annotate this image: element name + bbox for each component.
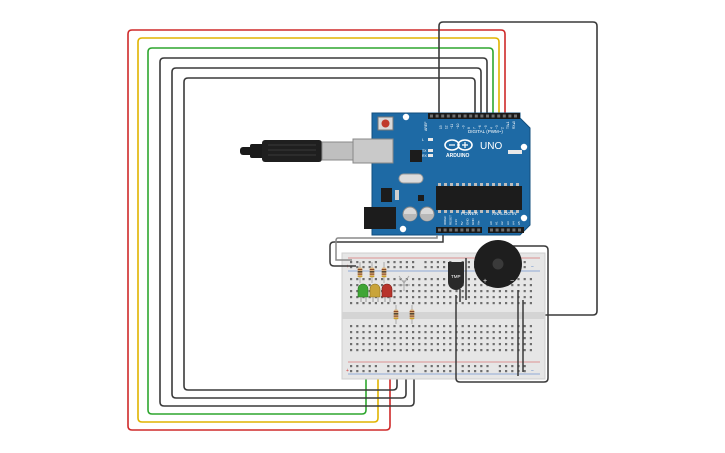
digital-pin-label: 13: [439, 125, 443, 129]
power-pin-label: GND: [471, 218, 475, 226]
wire-power-loop[interactable]: [329, 235, 444, 267]
buzzer-plus: +: [483, 278, 487, 285]
tx-label: TX: [422, 149, 427, 153]
rail-minus-bottom: −: [531, 368, 534, 374]
usb-jack: [352, 138, 394, 164]
wire-dark-2[interactable]: [171, 67, 482, 399]
analog-pin-label: A4: [511, 221, 515, 225]
arduino-logo: [444, 139, 473, 151]
wire-yellow[interactable]: [137, 37, 500, 423]
digital-pin-label: RX◂0: [512, 121, 516, 129]
digital-pin-label: 12: [445, 125, 449, 129]
digital-pin-label: 7: [473, 127, 477, 129]
analog-pin-label: A0: [489, 221, 493, 225]
atmega-chip: [436, 183, 522, 213]
analog-pin-label: A2: [500, 221, 504, 225]
temperature-sensor[interactable]: TMP: [448, 262, 464, 290]
digital-pin-label: ~3: [495, 125, 499, 129]
digital-pin-label: 4: [489, 127, 493, 129]
wire-red[interactable]: [127, 29, 506, 431]
led-green[interactable]: [357, 283, 369, 302]
power-pin-label: 3.3V: [454, 219, 458, 225]
digital-pin-label: 8: [467, 127, 471, 129]
digital-pin-label: ~11: [450, 124, 454, 129]
wire-green[interactable]: [147, 47, 494, 415]
digital-pin-label: ~10: [456, 123, 460, 129]
wire-buzzer-gnd[interactable]: [455, 245, 549, 383]
usb-chip: [410, 150, 422, 162]
power-pin-label: GND: [465, 218, 469, 226]
analog-pin-label: A5: [517, 221, 521, 225]
short-wires: [329, 235, 549, 383]
analog-pin-label: A3: [506, 221, 510, 225]
arduino-logo-text: ARDUINO: [446, 153, 469, 159]
digital-label: DIGITAL (PWM~): [468, 129, 503, 134]
analog-label: ANALOG IN: [492, 211, 517, 216]
digital-pin-label: TX▸1: [506, 121, 510, 129]
l-led-label: L: [422, 138, 424, 142]
led-red[interactable]: [381, 283, 393, 302]
wire-dark-1[interactable]: [159, 57, 488, 407]
wires-group: [127, 21, 598, 431]
tmp-label: TMP: [451, 274, 461, 279]
power-label: POWER: [461, 211, 479, 216]
resistors: [357, 262, 415, 324]
rail-plus-top: +: [346, 264, 349, 270]
analog-pin-label: A1: [495, 221, 499, 225]
piezo-buzzer[interactable]: + −: [474, 240, 522, 288]
digital-pin-label: 2: [501, 127, 505, 129]
photodiode[interactable]: [398, 275, 410, 291]
digital-pin-label: ~5: [484, 125, 488, 129]
power-pin-label: IOREF: [443, 216, 447, 225]
aref-label: AREF: [424, 122, 428, 131]
wire-dark-3[interactable]: [183, 77, 476, 391]
leds: [357, 283, 393, 302]
digital-pin-label: ~9: [461, 125, 465, 129]
wire-power-loop-2[interactable]: [335, 235, 438, 261]
digital-pin-label: ~6: [478, 125, 482, 129]
led-yellow[interactable]: [369, 283, 381, 302]
regulator: [381, 188, 392, 202]
rail-plus-bottom: +: [346, 368, 349, 374]
rail-minus-top: −: [531, 264, 534, 270]
power-jack: [364, 207, 396, 229]
rx-label: RX: [422, 154, 428, 158]
usb-cable: [240, 140, 355, 162]
power-pin-label: Vin: [477, 220, 481, 225]
crystal: [398, 173, 424, 184]
power-pin-label: RESET: [449, 215, 453, 225]
buzzer-minus: −: [510, 278, 514, 285]
board-model: UNO: [480, 141, 502, 152]
power-pin-label: 5V: [460, 221, 464, 225]
